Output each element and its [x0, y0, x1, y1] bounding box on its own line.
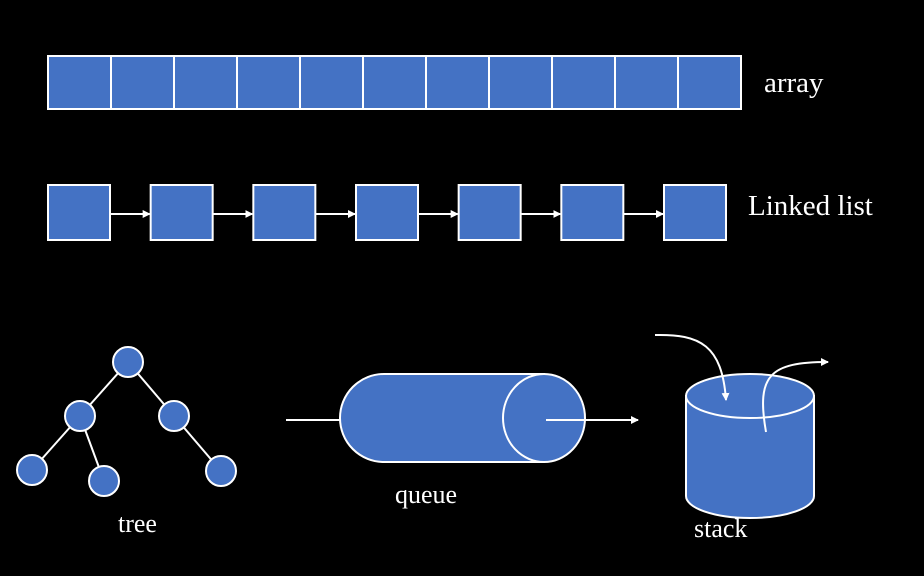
tree-node [158, 400, 190, 432]
queue-label: queue [395, 480, 457, 509]
linked-list-node [560, 184, 625, 241]
stack-structure [654, 333, 829, 519]
stack-label: stack [694, 514, 747, 543]
tree-node [64, 400, 96, 432]
array-structure [47, 55, 742, 110]
array-cell [362, 55, 427, 110]
linked-list-structure [47, 184, 727, 241]
array-label: array [764, 67, 824, 99]
linked-list-node [149, 184, 214, 241]
queue-structure [286, 373, 639, 463]
array-cell [110, 55, 175, 110]
linked-list-node [457, 184, 522, 241]
array-cell [299, 55, 364, 110]
linked-list-node [47, 184, 111, 241]
queue-cylinder-end [502, 373, 586, 463]
tree-node [205, 455, 237, 487]
linked-list-node [252, 184, 317, 241]
linked-list-node [355, 184, 419, 241]
queue-cylinder-body [339, 373, 545, 463]
array-cell [47, 55, 112, 110]
tree-structure [16, 346, 237, 497]
tree-node [16, 454, 48, 486]
stack-cylinder-top [685, 373, 815, 419]
linked-list-label: Linked list [748, 190, 873, 222]
stack-pop-arrow [762, 358, 829, 433]
tree-node [112, 346, 144, 378]
array-cell [488, 55, 553, 110]
array-cell [614, 55, 679, 110]
array-cell [551, 55, 616, 110]
array-cell [236, 55, 301, 110]
array-cell [677, 55, 742, 110]
array-cell [425, 55, 490, 110]
linked-list-node [663, 184, 727, 241]
tree-node [88, 465, 120, 497]
stack-push-arrow [654, 333, 730, 401]
tree-label: tree [118, 509, 157, 538]
stack-cylinder-body [685, 395, 815, 519]
array-cell [173, 55, 238, 110]
